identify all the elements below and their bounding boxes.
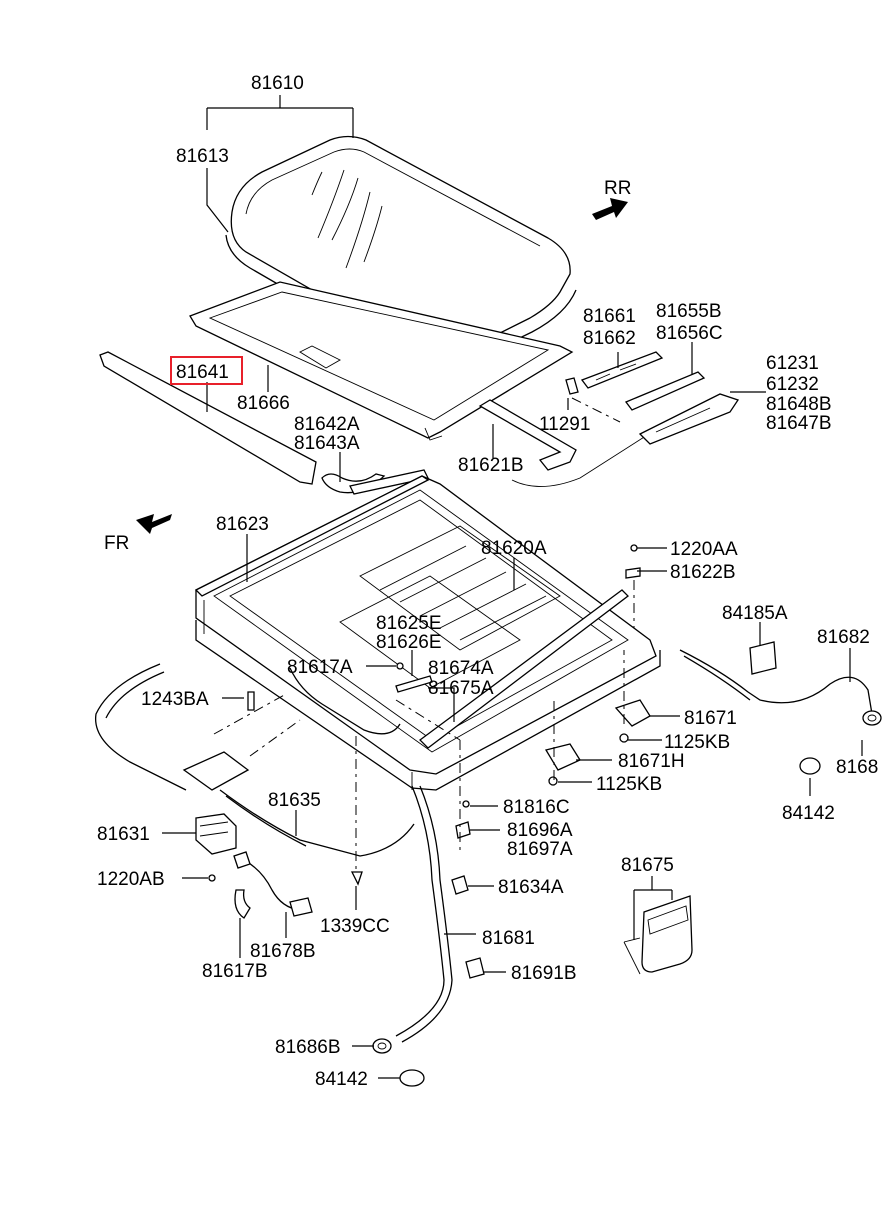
part-label[interactable]: 84185A	[722, 603, 788, 624]
part-label-highlighted[interactable]: 81641	[176, 362, 229, 383]
part-label[interactable]: 8168	[836, 757, 878, 778]
clip-11291[interactable]	[565, 377, 579, 395]
part-label[interactable]: 81642A	[294, 414, 360, 435]
part-label[interactable]: 61231	[766, 353, 819, 374]
part-label[interactable]: 81625E	[376, 613, 442, 634]
front-cross-rail[interactable]	[194, 475, 430, 597]
frame-seal-loop[interactable]	[289, 667, 401, 735]
part-label[interactable]: 84142	[782, 803, 835, 824]
rear-link-assembly[interactable]	[478, 399, 653, 487]
part-label[interactable]: 81620A	[481, 538, 547, 559]
front-direction-label: FR	[104, 533, 129, 554]
front-drain-hose-left[interactable]	[94, 663, 187, 791]
part-label[interactable]: 81674A	[428, 658, 494, 679]
grommet-81686B[interactable]	[372, 1038, 392, 1054]
part-label[interactable]: 81681	[482, 928, 535, 949]
part-label[interactable]: 81678B	[250, 941, 316, 962]
part-label[interactable]: 81666	[237, 393, 290, 414]
clip-81691B[interactable]	[465, 957, 485, 979]
bolt-1243BA[interactable]	[247, 691, 255, 711]
part-label[interactable]: 1243BA	[141, 689, 209, 710]
part-label[interactable]: 81656C	[656, 323, 723, 344]
part-label[interactable]: 81610	[251, 73, 304, 94]
drain-hose-81681[interactable]	[395, 785, 453, 1043]
rear-drain-hose-right[interactable]	[679, 649, 873, 715]
sunroof-motor[interactable]	[195, 813, 237, 882]
corner-seal[interactable]	[321, 469, 429, 495]
part-label[interactable]: 61232	[766, 374, 819, 395]
part-label[interactable]: 81816C	[503, 797, 570, 818]
guide-rail-left[interactable]	[580, 351, 664, 389]
labels: RR FR 81610 81613 81641 81666 81661 8166…	[97, 73, 878, 1090]
part-label[interactable]: 81647B	[766, 413, 832, 434]
part-label[interactable]: 81643A	[294, 433, 360, 454]
part-label[interactable]: 81635	[268, 790, 321, 811]
part-label[interactable]: 81634A	[498, 877, 564, 898]
screw-1339CC[interactable]	[350, 871, 363, 886]
part-label[interactable]: 81675A	[428, 678, 494, 699]
part-label[interactable]: 81661	[583, 306, 636, 327]
motor-bracket[interactable]	[182, 751, 250, 791]
part-label[interactable]: 81631	[97, 824, 150, 845]
part-label[interactable]: 81671H	[618, 751, 685, 772]
part-label[interactable]: 81622B	[670, 562, 736, 583]
wiring-harness-81678B[interactable]	[233, 851, 313, 917]
clip-81816C[interactable]	[455, 800, 471, 839]
rear-direction-label: RR	[604, 178, 631, 199]
part-label[interactable]: 81613	[176, 146, 229, 167]
dash-leader-lines	[213, 397, 635, 870]
part-label[interactable]: 81655B	[656, 301, 722, 322]
front-arrow-icon	[136, 514, 172, 534]
part-label[interactable]: 81621B	[458, 455, 524, 476]
part-label[interactable]: 84142	[315, 1069, 368, 1090]
guide-rail-right[interactable]	[624, 371, 706, 411]
rear-arrow-icon	[592, 198, 628, 220]
bolt-1220AA[interactable]	[625, 544, 641, 579]
part-label[interactable]: 1339CC	[320, 916, 390, 937]
part-label[interactable]: 81675	[621, 855, 674, 876]
part-label[interactable]: 81626E	[376, 632, 442, 653]
part-label[interactable]: 81617A	[287, 657, 353, 678]
part-label[interactable]: 81682	[817, 627, 870, 648]
deflector-frame[interactable]	[189, 281, 574, 441]
part-label[interactable]: 81686B	[275, 1037, 341, 1058]
clip-81617A[interactable]	[395, 662, 433, 693]
bracket-81671[interactable]	[614, 699, 651, 743]
part-label[interactable]: 1220AA	[670, 539, 738, 560]
plug-84142-upper[interactable]	[799, 757, 821, 775]
clamp-81617B[interactable]	[234, 889, 251, 919]
side-molding[interactable]	[99, 351, 317, 485]
part-label[interactable]: 81671	[684, 708, 737, 729]
grommet-81686[interactable]	[862, 710, 882, 726]
bracket-81671H[interactable]	[544, 743, 581, 786]
part-label[interactable]: 1125KB	[664, 732, 730, 753]
clip-81634A[interactable]	[451, 875, 469, 895]
highlight-box	[170, 356, 243, 385]
part-label[interactable]: 81662	[583, 328, 636, 349]
part-label[interactable]: 81691B	[511, 963, 577, 984]
part-label[interactable]: 81648B	[766, 394, 832, 415]
plug-84142-lower[interactable]	[399, 1069, 425, 1087]
part-label[interactable]: 81623	[216, 514, 269, 535]
part-label[interactable]: 81696A	[507, 820, 573, 841]
callout-lines	[162, 95, 863, 1079]
drive-cable-81635[interactable]	[219, 789, 415, 857]
right-side-rail[interactable]	[419, 589, 629, 749]
part-label[interactable]: 11291	[539, 414, 590, 435]
label-plate-84185A[interactable]	[749, 641, 777, 675]
drive-arm-assembly[interactable]	[638, 393, 740, 445]
part-label[interactable]: 81617B	[202, 961, 268, 982]
part-label[interactable]: 1125KB	[596, 774, 662, 795]
deflector-kit-81675[interactable]	[623, 895, 693, 975]
part-label[interactable]: 81697A	[507, 839, 573, 860]
part-label[interactable]: 1220AB	[97, 869, 165, 890]
